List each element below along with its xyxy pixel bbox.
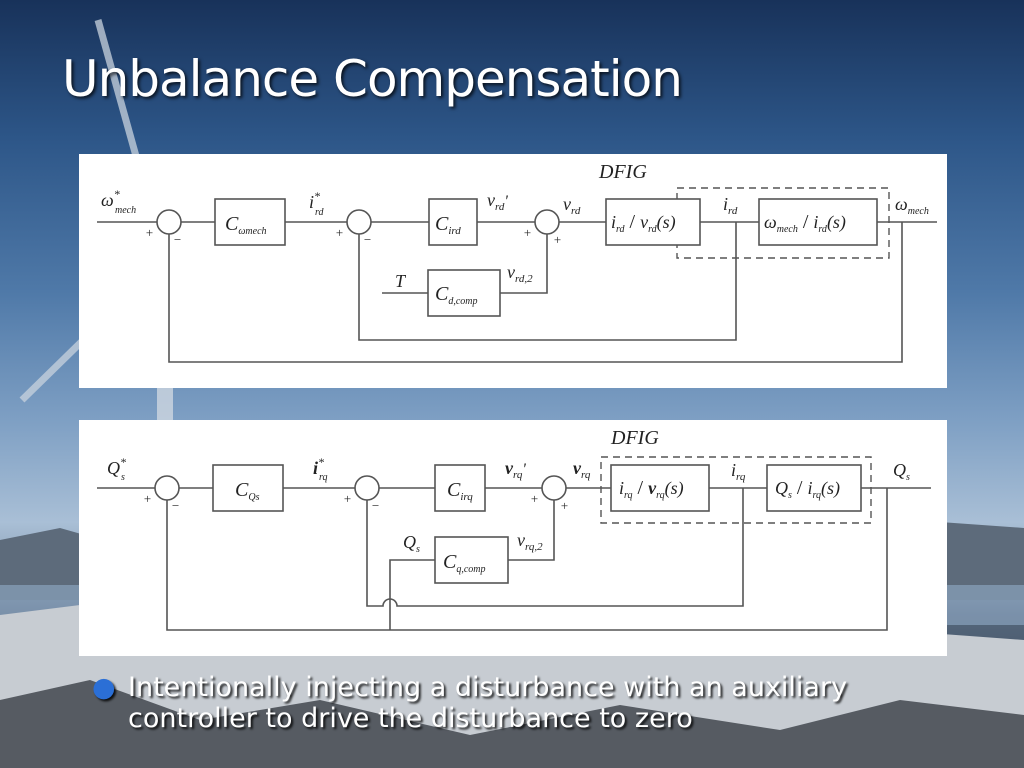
d-summing-junction-2 xyxy=(346,209,372,235)
q-axis-diagram: DFIG Q*s i*rq CQs Cirq Qs Cq,comp vrq' xyxy=(79,420,947,656)
q-plant-power-label: Qs / irq(s) xyxy=(775,477,840,501)
bullet-point: ● Intentionally injecting a disturbance … xyxy=(92,672,952,734)
q-sign-plus-2: + xyxy=(343,491,352,506)
q-output-label: Qs xyxy=(893,460,910,483)
q-summing-junction-1 xyxy=(154,475,180,501)
d-v-prime-label: vrd' xyxy=(487,190,508,213)
q-sign-minus-1: − xyxy=(171,498,180,513)
q-sign-labels: + − + − + + xyxy=(143,491,569,513)
q-current-controller-label: Cirq xyxy=(447,479,473,503)
d-sign-plus-4: + xyxy=(553,232,562,247)
q-sign-minus-2: − xyxy=(371,498,380,513)
q-sign-plus-1: + xyxy=(143,491,152,506)
q-v-prime-label: vrq' xyxy=(505,458,526,481)
d-comp-controller-label: Cd,comp xyxy=(435,283,478,307)
q-ref-current-label: i*rq xyxy=(313,455,328,483)
d-plant-speed-block xyxy=(758,198,878,246)
d-input-label: ω*mech xyxy=(101,187,136,216)
d-plant-speed-label: ωmech / ird(s) xyxy=(764,211,846,235)
q-dfig-group-box xyxy=(600,456,872,524)
q-compensation-controller-block xyxy=(434,536,509,584)
d-sign-labels: + − + − + + xyxy=(145,225,562,247)
d-sign-minus-1: − xyxy=(173,232,182,247)
q-axis-block-diagram: DFIG Q*s i*rq CQs Cirq Qs Cq,comp vrq' xyxy=(97,427,931,631)
d-sign-minus-2: − xyxy=(363,232,372,247)
d-speed-controller-block xyxy=(214,198,286,246)
q-comp-input-label: Qs xyxy=(403,532,420,555)
q-signal-lines xyxy=(97,487,931,631)
q-v-total-label: vrq xyxy=(573,458,591,481)
q-sign-plus-3: + xyxy=(530,491,539,506)
q-input-label: Q*s xyxy=(107,455,126,483)
d-plant-current-label: ird / vrd(s) xyxy=(611,211,676,235)
d-speed-controller-label: Cωmech xyxy=(225,213,267,237)
d-ref-current-label: i*rd xyxy=(309,189,325,218)
d-sign-plus-2: + xyxy=(335,225,344,240)
slide-title: Unbalance Compensation xyxy=(62,50,683,108)
bullet-dot-icon: ● xyxy=(92,672,116,703)
q-current-controller-block xyxy=(434,464,486,512)
d-dfig-label: DFIG xyxy=(598,161,647,183)
q-power-controller-label: CQs xyxy=(235,479,260,503)
d-output-label: ωmech xyxy=(895,194,929,217)
q-sign-plus-4: + xyxy=(560,498,569,513)
d-summing-junction-1 xyxy=(156,209,182,235)
d-plant-current-block xyxy=(605,198,701,246)
d-comp-input-label: T xyxy=(395,271,407,291)
q-plant-current-block xyxy=(610,464,710,512)
d-current-controller-block xyxy=(428,198,478,246)
d-axis-block-diagram: DFIG ω*mech i*rd Cωmech Cird T Cd,comp v… xyxy=(97,161,937,363)
q-power-controller-block xyxy=(212,464,284,512)
q-plant-power-block xyxy=(766,464,862,512)
q-comp-controller-label: Cq,comp xyxy=(443,551,486,575)
d-sign-plus-3: + xyxy=(523,225,532,240)
d-axis-diagram: DFIG ω*mech i*rd Cωmech Cird T Cd,comp v… xyxy=(79,154,947,388)
rocks xyxy=(0,680,1024,768)
q-dfig-label: DFIG xyxy=(610,427,659,449)
d-mid-signal-label: ird xyxy=(723,194,738,217)
q-mid-signal-label: irq xyxy=(731,460,746,483)
d-v-comp-label: vrd,2 xyxy=(507,262,533,285)
q-summing-junction-2 xyxy=(354,475,380,501)
d-summing-junction-3 xyxy=(534,209,560,235)
q-plant-current-label: irq / vrq(s) xyxy=(619,477,684,501)
q-v-comp-label: vrq,2 xyxy=(517,530,543,553)
d-v-total-label: vrd xyxy=(563,194,581,217)
bullet-text: Intentionally injecting a disturbance wi… xyxy=(128,672,848,734)
d-current-controller-label: Cird xyxy=(435,213,461,237)
d-signal-lines xyxy=(97,221,937,363)
d-compensation-controller-block xyxy=(427,269,501,317)
q-summing-junction-3 xyxy=(541,475,567,501)
d-sign-plus-1: + xyxy=(145,225,154,240)
